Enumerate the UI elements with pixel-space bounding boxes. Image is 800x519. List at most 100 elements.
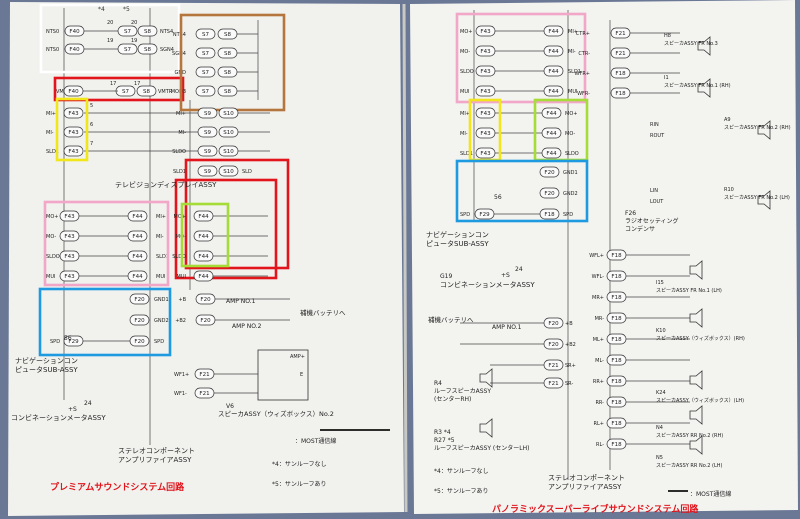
r-amp-row-label: +B bbox=[565, 321, 573, 327]
caption-panoramic: パノラミックスーパーライブサウンドシステム回路 bbox=[492, 503, 699, 515]
caption-premium: プレミアムサウンドシステム回路 bbox=[50, 481, 185, 493]
radio-label-1: ラジオセッティング bbox=[625, 217, 679, 225]
wf-row-label: WF1- bbox=[174, 391, 187, 397]
nts-row-s2-label: S8 bbox=[144, 29, 151, 35]
pink-row-conn2 bbox=[127, 250, 148, 262]
mid-row-s1 bbox=[197, 145, 218, 157]
mid-row-s2-label: S10 bbox=[223, 130, 234, 136]
rin-row-label: LIN bbox=[650, 188, 658, 194]
spk-row-label: RL- bbox=[596, 442, 604, 448]
pink-row-conn-label: F43 bbox=[64, 234, 75, 240]
vmtr-s2-label: S8 bbox=[143, 89, 150, 95]
spk-row-conn-label: F18 bbox=[611, 274, 622, 280]
blue-row-conn-label: F29 bbox=[68, 339, 79, 345]
ctr-row-label: CTR- bbox=[578, 51, 590, 57]
vmtr-conn-label: F40 bbox=[68, 89, 79, 95]
nts-row-s1-label: S7 bbox=[124, 47, 131, 53]
brown-row-s1 bbox=[195, 47, 216, 59]
speaker-label: スピーカASSY（ウィズボックス）(RH) bbox=[656, 335, 745, 342]
r-mid-row-conn-label: F43 bbox=[480, 131, 491, 137]
mid-row-conn-label: F43 bbox=[68, 149, 79, 155]
r-pink-row-conn2 bbox=[543, 25, 564, 37]
speaker-icon bbox=[757, 190, 771, 210]
left-speaker-label: スピーカASSY（ウィズボックス）No.2 bbox=[218, 409, 334, 418]
blue-row-conn2 bbox=[129, 314, 150, 326]
highlight-green-left bbox=[180, 202, 230, 268]
spk-row-label: WFL- bbox=[592, 274, 605, 280]
radio-label-2: コンデンサ bbox=[625, 225, 655, 233]
speaker-icon bbox=[697, 36, 711, 56]
speaker-icon bbox=[689, 370, 703, 390]
blue-row-conn2-label: F20 bbox=[134, 297, 145, 303]
left-amp-box-t1: AMP+ bbox=[290, 354, 305, 360]
spk-row-label: ML- bbox=[595, 358, 604, 364]
roof-r-label-2: (センターRH) bbox=[434, 395, 471, 403]
left-meter-num: 24 bbox=[84, 400, 92, 407]
r-pink-row-right-label: MI- bbox=[568, 49, 576, 55]
ctr-row-label: WFR- bbox=[577, 91, 590, 97]
ctr-row-conn-label: F18 bbox=[615, 71, 626, 77]
speaker-label: スピーカASSY FR No.1 (RH) bbox=[664, 83, 731, 89]
wf-row-conn-label: F21 bbox=[199, 391, 209, 397]
speaker-label: スピーカASSY RR No.2 (LH) bbox=[656, 463, 723, 469]
blue-row-conn2 bbox=[129, 335, 150, 347]
spk-row-label: MR+ bbox=[592, 295, 604, 301]
vmtr-pin-b: 17 bbox=[134, 81, 140, 87]
amp-row-conn-label: F20 bbox=[200, 318, 211, 324]
r-pink-row-left-label: MUI bbox=[460, 89, 469, 95]
r-pink-row-right-label: MUI bbox=[568, 89, 577, 95]
r-blue-row-conn2-label: F18 bbox=[544, 212, 555, 218]
ctr-row-conn-label: F21 bbox=[615, 51, 625, 57]
nts-row-s2-label: S8 bbox=[144, 47, 151, 53]
pink-row-right-label: MI- bbox=[156, 234, 164, 240]
left-legend-4: *4：サンルーフなし bbox=[272, 461, 326, 468]
nts-row-s1 bbox=[117, 25, 138, 37]
speaker-icon bbox=[689, 308, 703, 328]
speaker-label: スピーカASSY FR No.1 (LH) bbox=[656, 288, 722, 294]
r-amp-row-label: +B2 bbox=[565, 342, 576, 348]
mid-row-s2-label: S10 bbox=[223, 149, 234, 155]
nts-row-pin-b: 19 bbox=[131, 38, 137, 44]
right-amp1-label: AMP NO.1 bbox=[492, 324, 522, 331]
spk-row-label: RL+ bbox=[594, 421, 604, 427]
right-legend-most: ：MOST通信線 bbox=[690, 490, 731, 498]
r-pink-row-conn2 bbox=[543, 85, 564, 97]
roof-l-id-2: R27 *5 bbox=[434, 437, 455, 444]
r-mid-row-conn-label: F43 bbox=[480, 151, 491, 157]
pink-row-right-label: MI+ bbox=[156, 214, 166, 220]
amp-row-label: +B2 bbox=[175, 318, 186, 324]
s9-row-s1 bbox=[197, 165, 218, 177]
r-mid-row-conn2 bbox=[541, 127, 562, 139]
spk-row-conn-label: F18 bbox=[611, 253, 622, 259]
nts-row-left-label: NTS0 bbox=[46, 29, 59, 35]
r-pink-row-conn2-label: F44 bbox=[548, 69, 559, 75]
spk-row-label: RR- bbox=[595, 400, 604, 406]
nts-row-conn-label: F40 bbox=[69, 47, 80, 53]
pink-row-conn2-label: F44 bbox=[132, 214, 143, 220]
s9-row-s2-label: S10 bbox=[223, 169, 234, 175]
green-row-conn-label: F44 bbox=[198, 254, 209, 260]
r-pink-row-left-label: SLDO bbox=[460, 69, 474, 75]
right-page bbox=[410, 0, 798, 514]
nts-row-pin-a: 20 bbox=[107, 20, 113, 26]
left-pin-56: 56 bbox=[64, 335, 72, 342]
left-amp-label-2: アンプリファイアASSY bbox=[118, 456, 192, 464]
r-pink-row-conn-label: F43 bbox=[480, 49, 491, 55]
mid-row-right-label: SLDO bbox=[172, 149, 186, 155]
speaker-id: K10 bbox=[656, 328, 666, 334]
r-pink-row-conn2-label: F44 bbox=[548, 29, 559, 35]
spk-row-conn-label: F18 bbox=[611, 379, 622, 385]
s9-row-label: SLD1 bbox=[173, 169, 186, 175]
tv-display-label: テレビジョンディスプレイASSY bbox=[115, 180, 217, 189]
nts-row-right-label: SGN4 bbox=[160, 47, 174, 53]
r-mid-row-left-label: MI- bbox=[460, 131, 468, 137]
vmtr-left-label: VMTR bbox=[56, 89, 71, 95]
speaker-label: スピーカASSY FR No.3 bbox=[664, 41, 718, 47]
brown-row-s1 bbox=[195, 85, 216, 97]
s9-row-s1-label: S9 bbox=[204, 169, 211, 175]
left-nav-label-1: ナビゲーションコン bbox=[15, 356, 78, 365]
sr-row-conn-label: F21 bbox=[548, 363, 558, 369]
